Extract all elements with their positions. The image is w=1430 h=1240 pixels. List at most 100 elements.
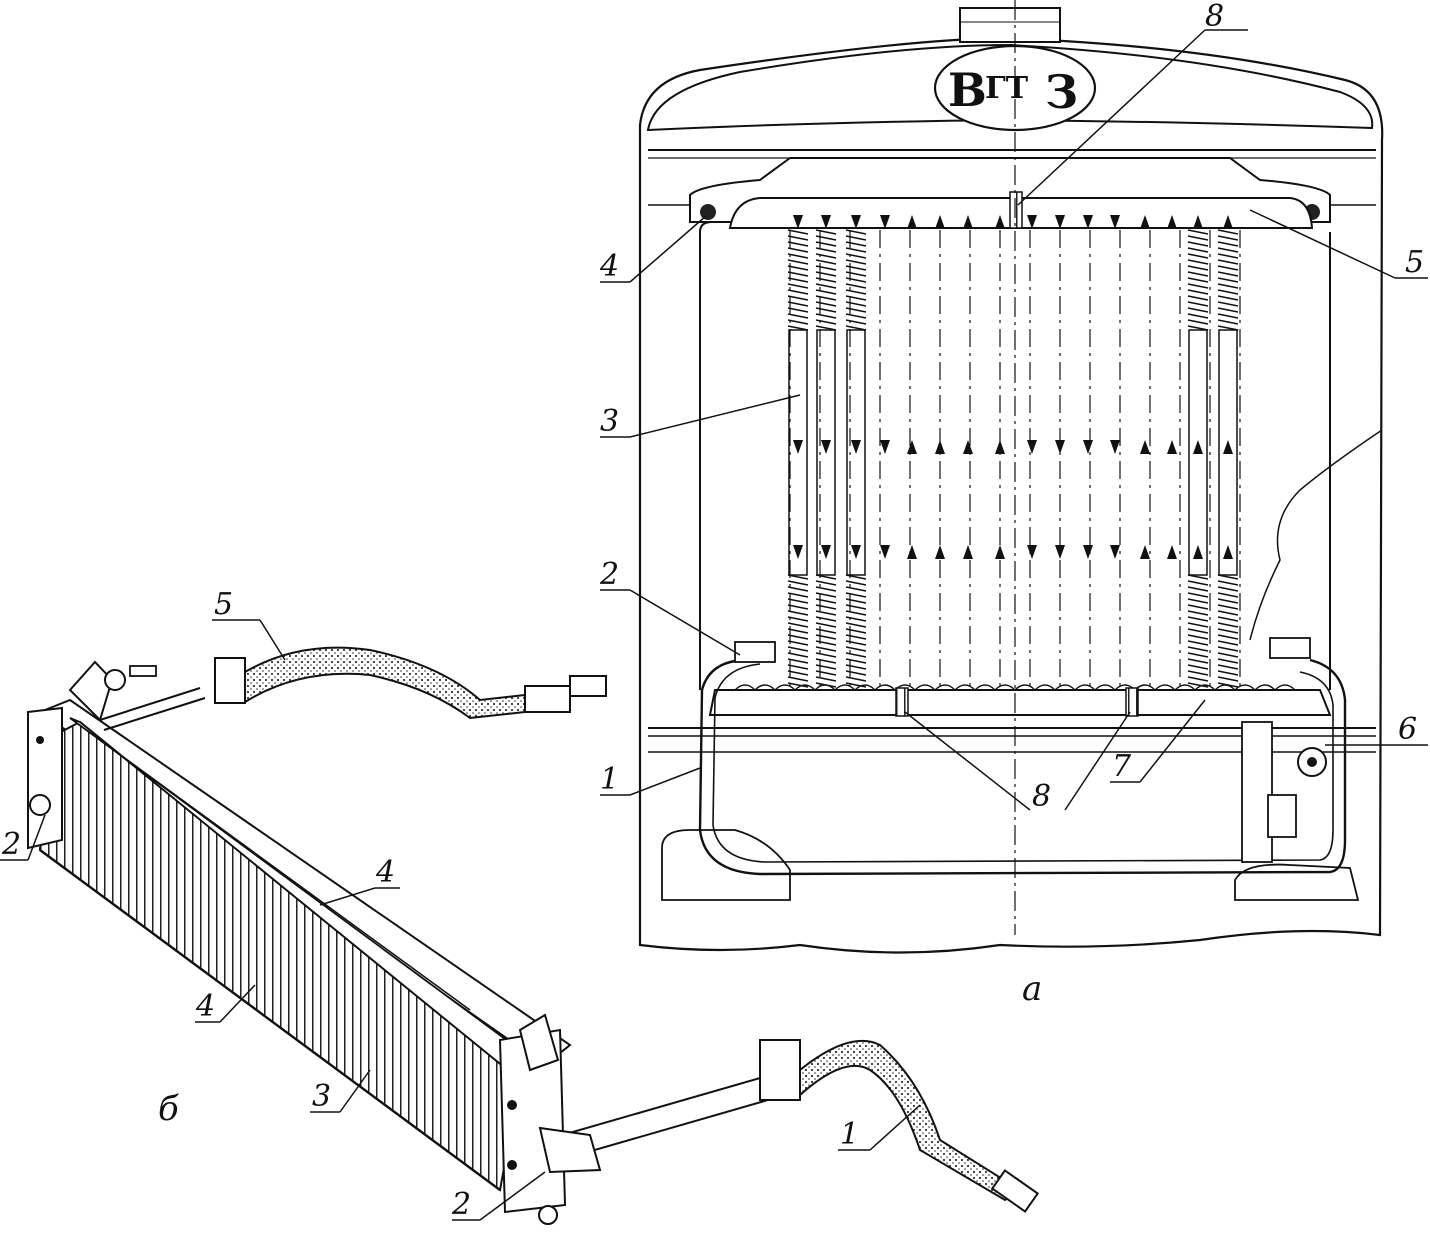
flow-arrow <box>1055 215 1065 229</box>
oil-cooler-lower-header <box>708 689 1332 716</box>
flow-arrow <box>880 440 890 454</box>
flow-arrow <box>1167 215 1177 229</box>
flow-arrow <box>880 545 890 559</box>
flow-arrow <box>963 215 973 229</box>
coil-segment <box>1217 229 1239 331</box>
label-a-1: 1 <box>600 762 620 797</box>
flow-arrow <box>1027 545 1037 559</box>
flow-arrow <box>793 545 803 559</box>
label-a-8-bottom: 8 <box>1032 779 1052 814</box>
coil-segment <box>815 229 837 331</box>
flow-arrow <box>1223 440 1233 454</box>
tube-sleeve <box>846 329 866 576</box>
cooler-core <box>38 720 522 1192</box>
flow-arrow <box>1083 440 1093 454</box>
flow-arrow <box>821 440 831 454</box>
hose-1 <box>799 1039 1022 1202</box>
flow-arrow <box>995 440 1005 454</box>
label-b-3: 3 <box>312 1079 332 1114</box>
coil-segment <box>787 229 809 331</box>
label-a-2: 2 <box>600 557 620 592</box>
flow-arrow <box>821 215 831 229</box>
coil-segment <box>845 229 867 331</box>
label-a-5: 5 <box>1405 245 1425 280</box>
flow-arrow <box>907 215 917 229</box>
label-b-4-bottom: 4 <box>196 989 216 1024</box>
flow-arrow <box>1055 545 1065 559</box>
flow-arrow <box>935 545 945 559</box>
flow-arrow <box>1027 440 1037 454</box>
coil-segment <box>1187 229 1209 331</box>
flow-arrow <box>963 440 973 454</box>
flow-arrow <box>1193 545 1203 559</box>
radiator-shell <box>638 36 1384 954</box>
view-b-oil-cooler <box>0 619 1040 1225</box>
flow-arrow <box>1083 215 1093 229</box>
emblem-letter-right: З <box>1045 65 1078 119</box>
flow-arrow <box>851 440 861 454</box>
flow-arrow <box>935 440 945 454</box>
flow-arrow <box>935 215 945 229</box>
flow-arrow <box>995 545 1005 559</box>
label-a-7: 7 <box>1112 749 1132 784</box>
coil-segment <box>815 574 837 688</box>
label-a-3: 3 <box>600 404 620 439</box>
coil-segment <box>845 574 867 688</box>
tube-sleeve <box>1218 329 1238 576</box>
label-b-2-right: 2 <box>452 1187 472 1222</box>
flow-arrow <box>907 545 917 559</box>
label-b-1: 1 <box>840 1117 860 1152</box>
flow-arrow <box>1083 545 1093 559</box>
flow-arrow <box>1167 440 1177 454</box>
flow-arrow <box>1055 440 1065 454</box>
oil-pipe-1 <box>698 658 1347 876</box>
partition-top <box>1009 191 1023 229</box>
flow-arrow <box>851 545 861 559</box>
flow-arrow <box>1110 440 1120 454</box>
partition-bottom-right <box>1125 687 1139 717</box>
flow-arrow <box>1140 545 1150 559</box>
flow-arrow <box>995 215 1005 229</box>
flow-arrow <box>1167 545 1177 559</box>
flow-arrows <box>793 215 1233 559</box>
tube-sleeve <box>788 329 808 576</box>
caption-view-b: б <box>158 1089 179 1129</box>
tube-sleeve <box>816 329 836 576</box>
flow-arrow <box>1140 440 1150 454</box>
label-b-2-left: 2 <box>2 827 22 862</box>
coil-segment <box>1187 574 1209 688</box>
flow-arrow <box>1027 215 1037 229</box>
turbulator-coils <box>787 229 1239 688</box>
flow-arrow <box>1223 215 1233 229</box>
label-b-5: 5 <box>214 587 234 622</box>
coil-segment <box>787 574 809 688</box>
flow-arrow <box>1193 215 1203 229</box>
flow-arrow <box>1223 545 1233 559</box>
view-a-radiator: В ГТ З <box>600 0 1428 954</box>
oil-cooler-tubes <box>789 230 1241 688</box>
filler-neck <box>959 7 1061 43</box>
flow-arrow <box>1110 545 1120 559</box>
flow-arrow <box>880 215 890 229</box>
flow-arrow <box>793 215 803 229</box>
leader-lines-b <box>0 619 921 1221</box>
emblem-letter-left: В <box>948 63 987 117</box>
emblem-letters-mid: ГТ <box>985 71 1029 106</box>
hose-5 <box>244 646 526 720</box>
flow-arrow <box>907 440 917 454</box>
flow-arrow <box>1110 215 1120 229</box>
label-a-4: 4 <box>600 249 620 284</box>
partition-bottom-left <box>895 687 909 717</box>
flow-arrow <box>821 545 831 559</box>
label-b-4-top: 4 <box>376 855 396 890</box>
flow-arrow <box>1193 440 1203 454</box>
tube-sleeve <box>1188 329 1208 576</box>
flow-arrow <box>851 215 861 229</box>
leader-lines-a <box>600 29 1428 811</box>
flow-arrow <box>793 440 803 454</box>
flow-arrow <box>963 545 973 559</box>
label-a-8-top: 8 <box>1205 0 1225 34</box>
caption-view-a: а <box>1022 969 1043 1009</box>
